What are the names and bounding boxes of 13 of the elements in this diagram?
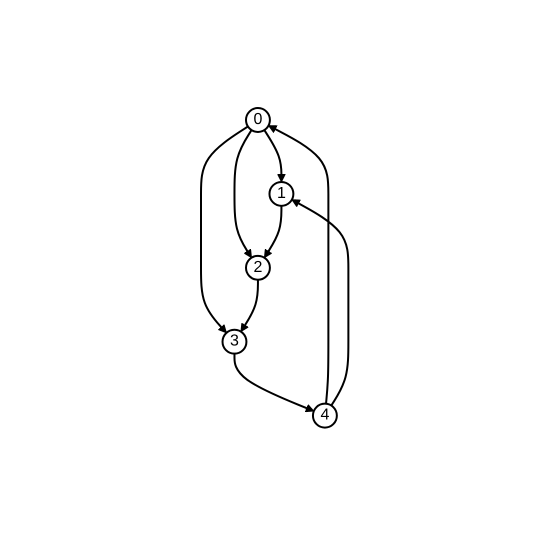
arrow bbox=[264, 206, 283, 258]
node-circle: 4 bbox=[312, 402, 338, 429]
node-circle: 1 bbox=[268, 181, 295, 208]
arrow bbox=[264, 130, 286, 183]
arrow bbox=[268, 125, 330, 404]
arrow bbox=[292, 199, 350, 406]
arrow bbox=[234, 130, 253, 258]
node-circle: 0 bbox=[245, 107, 272, 134]
node-circle: 3 bbox=[222, 328, 248, 355]
arrow bbox=[240, 280, 260, 332]
arrow bbox=[200, 126, 249, 334]
node-circle: 2 bbox=[245, 255, 272, 281]
arrow bbox=[234, 354, 315, 412]
